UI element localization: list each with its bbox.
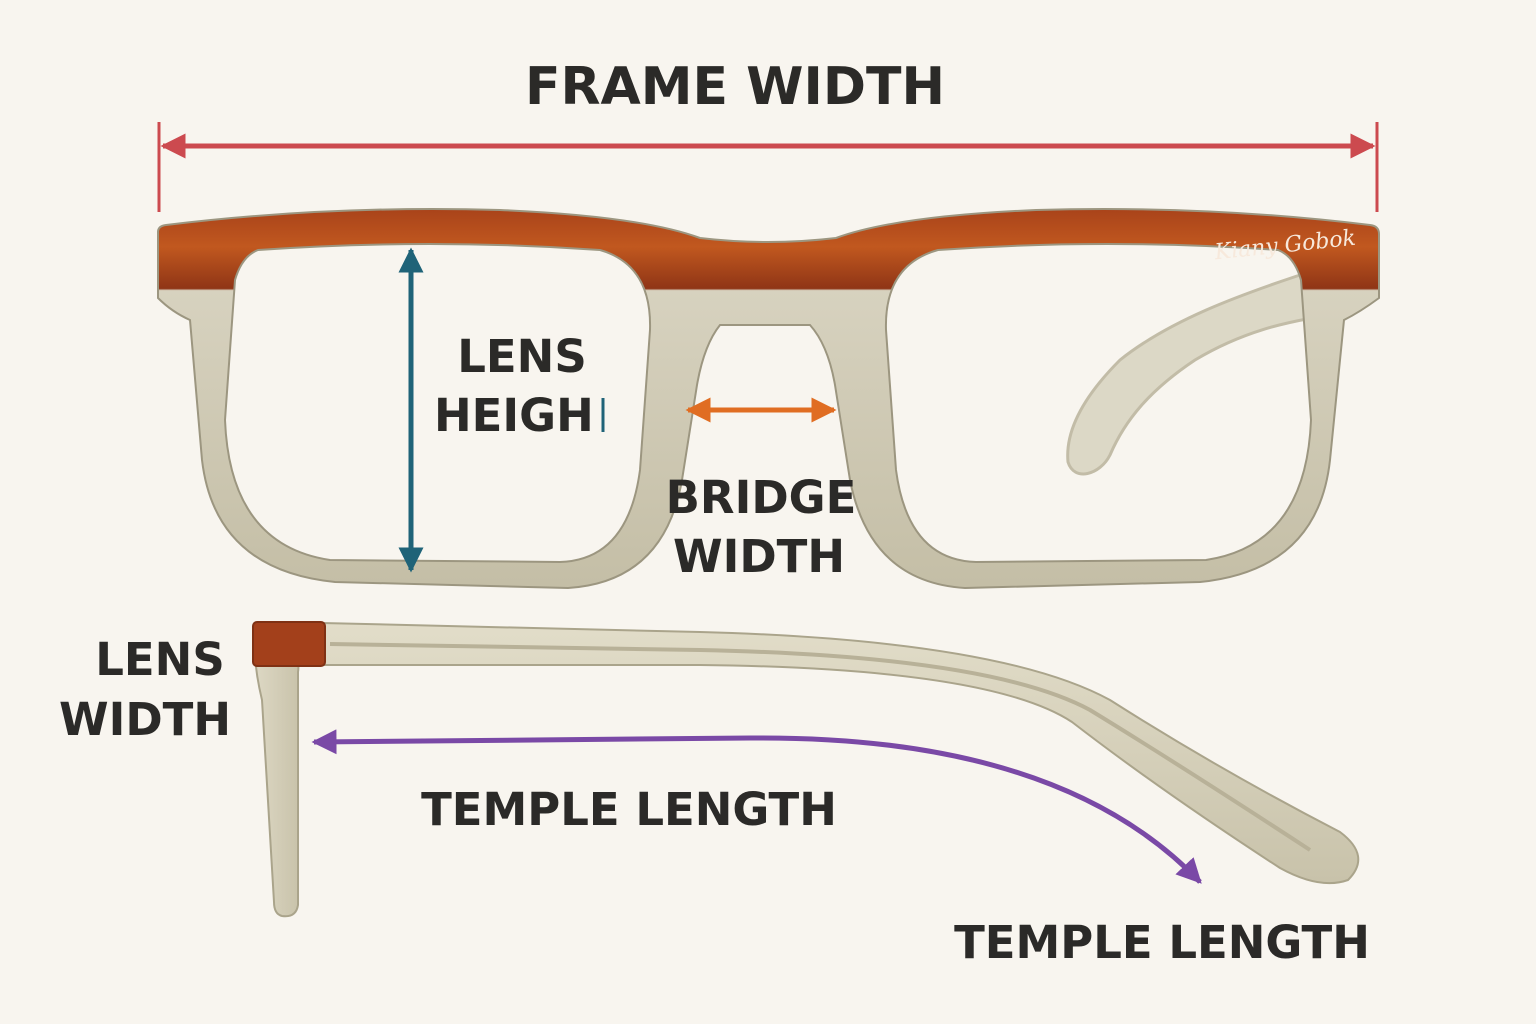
temple-length-label-lower: TEMPLE LENGTH [954, 916, 1370, 969]
temple-groove [329, 642, 1312, 852]
lens-width-label-line1: LENS [95, 633, 225, 686]
lens-height-label-line1: LENS [457, 330, 587, 383]
glasses-front-frame [157, 208, 1380, 590]
lens-width-label-line2: WIDTH [59, 693, 231, 746]
far-temple-arm [1066, 273, 1314, 476]
bridge-width-label-line1: BRIDGE [666, 471, 857, 524]
bridge-width-label-line2: WIDTH [673, 530, 845, 583]
frame-width-label: FRAME WIDTH [525, 57, 945, 117]
temple-arm [321, 621, 1360, 885]
temple-leg [253, 654, 300, 918]
temple-length-label-upper: TEMPLE LENGTH [421, 783, 837, 836]
lens-height-label-line2: HEIGH [434, 389, 594, 442]
temple-hinge-block [252, 621, 326, 667]
temple-length-arrow [311, 729, 1202, 884]
